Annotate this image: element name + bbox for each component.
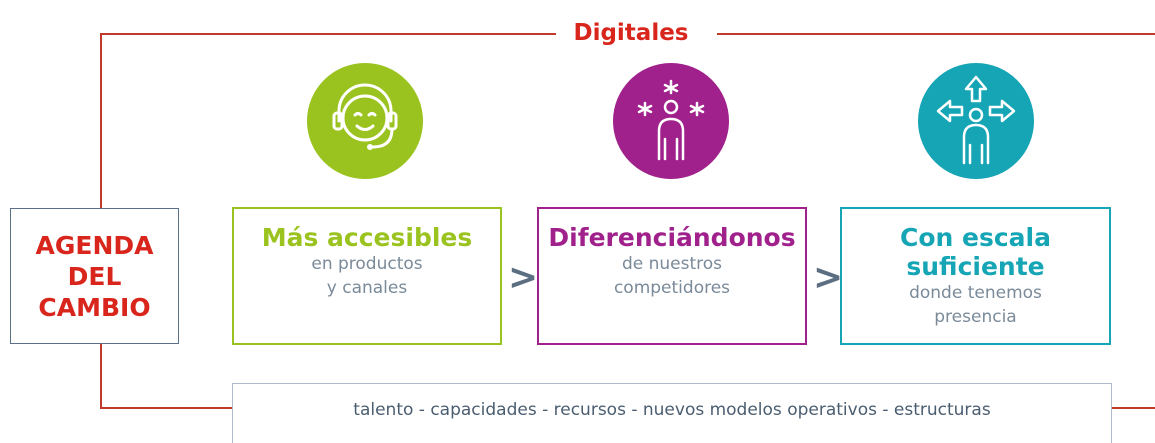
pillar-escala-heading-1: Con escala xyxy=(900,223,1051,252)
agenda-line-1: AGENDA xyxy=(35,230,154,260)
pillar-diferenciandonos-heading: Diferenciándonos xyxy=(548,223,796,252)
pillar-escala-sub-1: donde tenemos xyxy=(909,283,1042,303)
pillar-escala-heading-2: suficiente xyxy=(906,252,1045,281)
agenda-line-3: CAMBIO xyxy=(38,292,151,322)
pillar-accesibles-sub-2: y canales xyxy=(326,278,408,298)
bracket-left-upper xyxy=(100,33,102,208)
enablers-footer: talento - capacidades - recursos - nuevo… xyxy=(232,383,1112,443)
diagram-title: Digitales xyxy=(556,16,706,50)
bracket-top-left xyxy=(100,33,556,35)
bracket-bottom-left xyxy=(100,407,233,409)
pillar-accesibles-sub-1: en productos xyxy=(311,254,423,274)
pillar-diferenciandonos-sub-2: competidores xyxy=(613,278,731,298)
pillar-accesibles-heading: Más accesibles xyxy=(261,223,473,252)
person-sparkle-icon xyxy=(613,63,729,179)
pillar-accesibles: Más accesibles en productos y canales xyxy=(232,207,502,345)
pillar-diferenciandonos-sub-1: de nuestros xyxy=(621,254,723,274)
arrow-1: > xyxy=(508,257,539,298)
bracket-bottom-right xyxy=(1111,407,1155,409)
bracket-left-lower xyxy=(100,344,102,408)
pillar-escala-sub-2: presencia xyxy=(934,307,1017,327)
agenda-line-2: DEL xyxy=(67,261,122,291)
bracket-top-right xyxy=(717,33,1155,35)
headset-icon xyxy=(307,63,423,179)
agenda-box: AGENDA DEL CAMBIO xyxy=(10,208,179,344)
pillar-escala: Con escala suficiente donde tenemos pres… xyxy=(840,207,1111,345)
arrow-2: > xyxy=(813,257,844,298)
person-arrows-icon xyxy=(918,63,1034,179)
pillar-diferenciandonos: Diferenciándonos de nuestros competidore… xyxy=(537,207,807,345)
